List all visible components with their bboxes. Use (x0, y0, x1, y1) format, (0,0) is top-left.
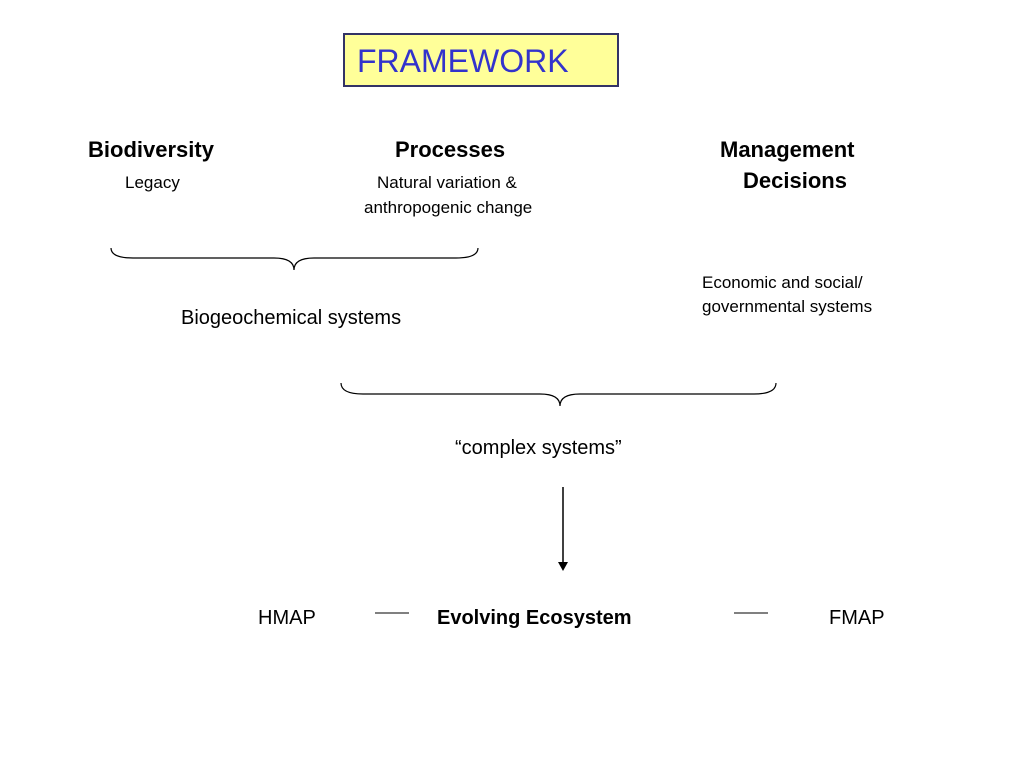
economic-social-label: Economic and social/ (702, 273, 863, 292)
title: FRAMEWORK (357, 43, 569, 79)
biodiversity-heading: Biodiversity (88, 137, 214, 162)
fmap-label: FMAP (829, 607, 885, 629)
processes-heading: Processes (395, 137, 506, 162)
hmap-label: HMAP (258, 607, 316, 629)
anthropogenic-change-label: anthropogenic change (364, 198, 533, 217)
decisions-heading: Decisions (743, 168, 847, 193)
natural-variation-label: Natural variation & (377, 173, 517, 192)
biogeochemical-systems-label: Biogeochemical systems (181, 307, 402, 329)
legacy-label: Legacy (125, 173, 180, 192)
governmental-systems-label: governmental systems (702, 297, 873, 316)
lower-brace (340, 382, 777, 407)
upper-brace (110, 247, 479, 271)
management-heading: Management (720, 137, 855, 162)
title-box: FRAMEWORK (343, 33, 619, 87)
complex-systems-label: “complex systems” (455, 437, 622, 459)
evolving-ecosystem-label: Evolving Ecosystem (437, 607, 632, 629)
down-arrow-head (558, 562, 568, 571)
